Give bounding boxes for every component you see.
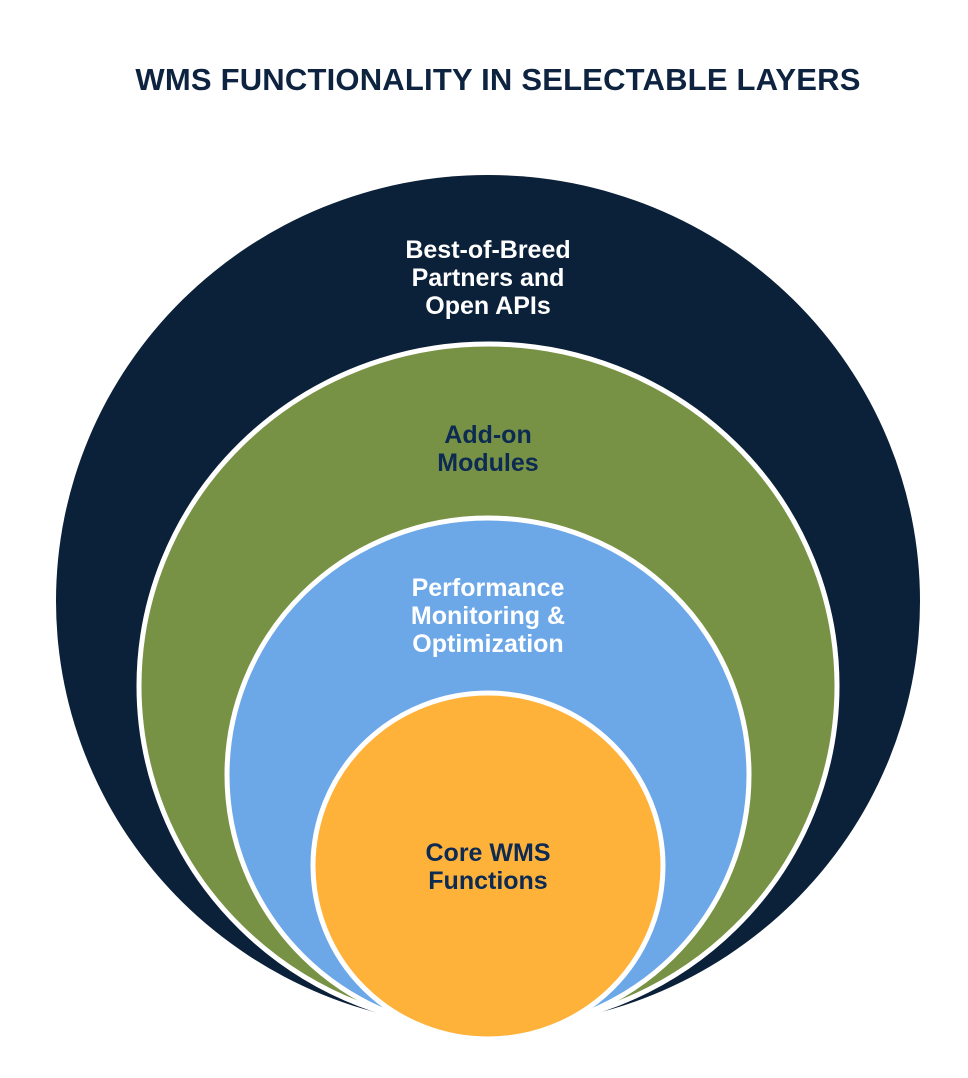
label-line: Optimization xyxy=(412,630,564,658)
label-line: Monitoring & xyxy=(410,602,566,630)
label-line: Functions xyxy=(428,867,548,895)
layer-add-on-modules-label: Add-on Modules xyxy=(338,421,638,477)
layer-best-of-breed-label: Best-of-Breed Partners and Open APIs xyxy=(338,236,638,320)
label-line: Performance xyxy=(411,574,565,602)
label-line: Core WMS xyxy=(425,839,551,867)
label-line: Add-on xyxy=(444,421,532,449)
layer-core-wms-label: Core WMS Functions xyxy=(338,839,638,895)
label-line: Modules xyxy=(437,449,539,477)
diagram-title: WMS FUNCTIONALITY IN SELECTABLE LAYERS xyxy=(135,62,861,97)
label-line: Partners and xyxy=(411,264,565,292)
label-line: Open APIs xyxy=(425,292,551,320)
layer-performance-monitoring-label: Performance Monitoring & Optimization xyxy=(338,574,638,658)
label-line: Best-of-Breed xyxy=(405,236,571,264)
layer-core-wms-shape xyxy=(310,690,666,1042)
